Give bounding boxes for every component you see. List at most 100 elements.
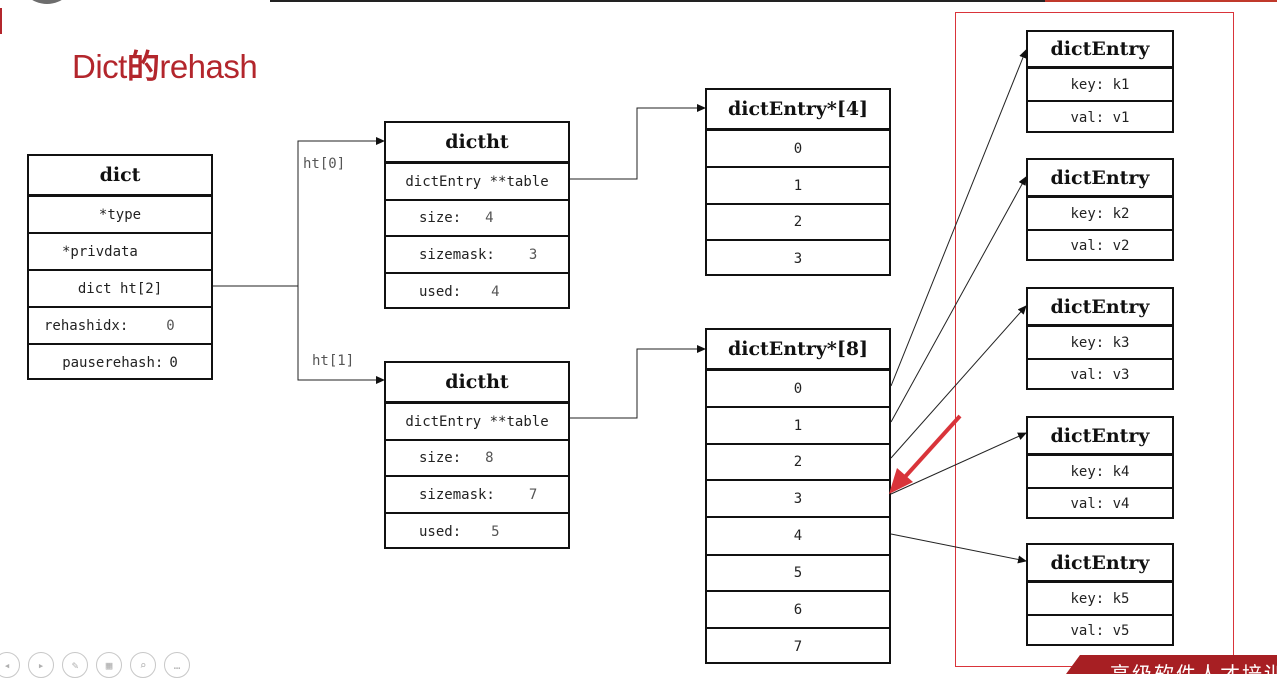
field-value: 5 [491, 523, 500, 540]
play-icon[interactable]: ▸ [28, 652, 54, 678]
banner-text: 高级软件人才培训 [1110, 662, 1277, 674]
dictht-row-sizemask: sizemask: 3 [386, 235, 568, 272]
bucket-slot: 0 [707, 369, 889, 406]
bucket-slot: 6 [707, 590, 889, 627]
title-suffix: rehash [159, 48, 258, 85]
dict-entry-k5: dictEntry key: k5 val: v5 [1026, 543, 1174, 646]
dictht-row-size: size:8 [386, 439, 568, 475]
dict-entry-header: dictEntry [1028, 418, 1172, 454]
bucket-array-8: dictEntry*[8] 0 1 2 3 4 5 6 7 [705, 328, 891, 664]
field-label: sizemask: [419, 246, 495, 263]
dictht-row-sizemask: sizemask: 7 [386, 475, 568, 512]
field-label: *privdata [62, 243, 138, 260]
dict-entry-header: dictEntry [1028, 545, 1172, 581]
field-label: sizemask: [419, 486, 495, 503]
dictht-row-used: used: 5 [386, 512, 568, 549]
field-value: 4 [491, 283, 500, 300]
left-accent-bar [0, 8, 2, 34]
link-dict-to-ht0 [213, 137, 385, 287]
link-slot0-to-k1 [890, 49, 1027, 387]
title-bold: 的 [126, 48, 160, 85]
field-label: size: [419, 450, 462, 466]
dict-entry-header: dictEntry [1028, 160, 1172, 196]
dict-entry-header: dictEntry [1028, 289, 1172, 325]
dict-entry-key: key: k4 [1028, 454, 1172, 487]
field-label: size: [419, 210, 462, 226]
bucket-slot: 0 [707, 129, 889, 166]
field-label: dictEntry **table [405, 413, 549, 430]
bucket-slot: 3 [707, 479, 889, 516]
bucket-array-header: dictEntry*[4] [707, 90, 889, 129]
dict-entry-header: dictEntry [1028, 32, 1172, 67]
field-label: dict ht[2] [77, 280, 163, 297]
field-label: dictEntry **table [405, 173, 549, 190]
dictht-row-table: dictEntry **table [386, 402, 568, 439]
edge-label-ht1: ht[1] [312, 353, 355, 369]
slideshow-controls: ◂ ▸ ✎ ▦ ⌕ … [0, 652, 190, 678]
dict-entry-k1: dictEntry key: k1 val: v1 [1026, 30, 1174, 133]
dict-entry-k2: dictEntry key: k2 val: v2 [1026, 158, 1174, 261]
dict-entry-key: key: k2 [1028, 196, 1172, 229]
field-label: used: [419, 523, 462, 540]
bucket-array-header: dictEntry*[8] [707, 330, 889, 369]
footer-banner: 高级软件人才培训 [1066, 655, 1277, 674]
more-icon[interactable]: … [164, 652, 190, 678]
dictht-0: dictht dictEntry **table size: 4 sizemask… [384, 121, 570, 309]
field-label: used: [419, 283, 462, 300]
field-value: 0 [169, 354, 178, 371]
dictht-row-table: dictEntry **table [386, 162, 568, 199]
dict-header: dict [29, 156, 211, 195]
dict-row-pauserehash: pauserehash: 0 [29, 343, 211, 380]
dict-entry-val: val: v5 [1028, 614, 1172, 646]
link-slot2-to-k3 [890, 305, 1027, 459]
field-label: *type [98, 206, 142, 223]
bucket-slot: 7 [707, 627, 889, 664]
dict-entry-key: key: k5 [1028, 581, 1172, 614]
slide-title: Dict的rehash [72, 40, 258, 88]
dictht-1: dictht dictEntry **table size:8 sizemask… [384, 361, 570, 549]
field-label: pauserehash: [62, 354, 164, 371]
field-value: 7 [528, 486, 538, 503]
dict-entry-val: val: v3 [1028, 358, 1172, 390]
dict-entry-k4: dictEntry key: k4 val: v4 [1026, 416, 1174, 519]
bucket-slot: 3 [707, 239, 889, 276]
dict-row-rehashidx: rehashidx: 0 [29, 306, 211, 343]
link-slot1-to-k2 [890, 176, 1027, 423]
dictht-row-size: size: 4 [386, 199, 568, 235]
dictht-row-used: used: 4 [386, 272, 568, 309]
dict-struct: dict *type *privdata dict ht[2] rehashid… [27, 154, 213, 380]
edge-label-ht0: ht[0] [303, 156, 346, 172]
field-label: rehashidx: [44, 317, 129, 334]
field-value: 4 [485, 210, 494, 226]
bucket-slot: 1 [707, 406, 889, 443]
logo-corner [18, 0, 76, 4]
zoom-icon[interactable]: ⌕ [130, 652, 156, 678]
dictht-header: dictht [386, 123, 568, 162]
dict-entry-key: key: k3 [1028, 325, 1172, 358]
link-slot4-to-k5 [890, 533, 1027, 564]
field-value: 3 [528, 246, 538, 263]
bucket-slot: 5 [707, 554, 889, 590]
bucket-slot: 1 [707, 166, 889, 203]
dict-entry-k3: dictEntry key: k3 val: v3 [1026, 287, 1174, 390]
dict-row-privdata: *privdata [29, 232, 211, 269]
dict-row-type: *type [29, 195, 211, 232]
bucket-slot: 2 [707, 203, 889, 239]
bucket-array-4: dictEntry*[4] 0 1 2 3 [705, 88, 891, 276]
dict-entry-key: key: k1 [1028, 67, 1172, 100]
pen-icon[interactable]: ✎ [62, 652, 88, 678]
top-accent-rule [1045, 0, 1277, 2]
dictht-header: dictht [386, 363, 568, 402]
previous-icon[interactable]: ◂ [0, 652, 20, 678]
link-ht1-to-table8 [570, 345, 706, 419]
dict-entry-val: val: v4 [1028, 487, 1172, 519]
link-slot3-to-k4 [890, 432, 1027, 495]
field-value: 0 [166, 317, 175, 334]
dict-row-ht: dict ht[2] [29, 269, 211, 306]
slides-icon[interactable]: ▦ [96, 652, 122, 678]
red-pointer-arrow [889, 414, 962, 494]
top-rule [270, 0, 1277, 2]
banner-background [1066, 655, 1277, 674]
title-prefix: Dict [72, 48, 127, 85]
